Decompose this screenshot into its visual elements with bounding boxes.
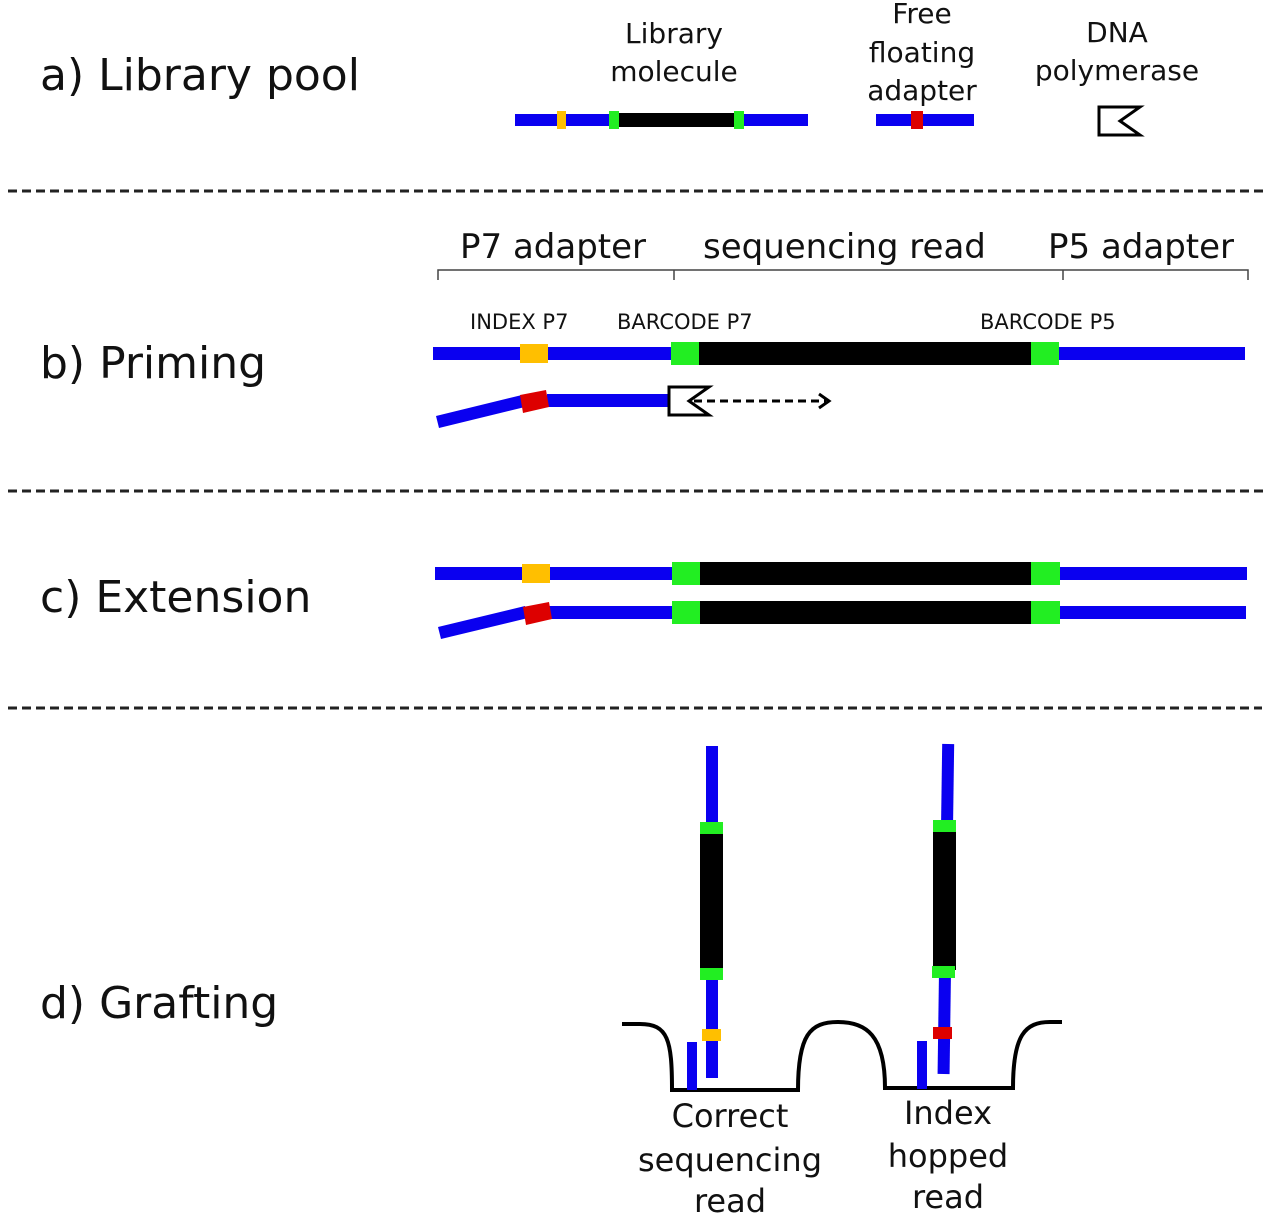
well-label-hopped-line1: Index [904, 1094, 992, 1132]
primer-adapter-straight [547, 394, 671, 407]
section-label-extension: c) Extension [40, 572, 311, 623]
region-label-p5-adapter: P5 adapter [1048, 227, 1234, 267]
ext-template-insert [698, 562, 1032, 585]
well-label-correct-line3: read [694, 1182, 766, 1217]
grafted-strand-barcode-top [700, 822, 723, 834]
grafted-strand-index [702, 1029, 721, 1041]
extension-new-strand [438, 601, 1246, 639]
well-label-hopped-line2: hopped [888, 1137, 1008, 1175]
ext-new-adapter-bent [438, 606, 528, 639]
dna-polymerase-icon [667, 385, 714, 417]
ext-template-index [522, 564, 550, 583]
free-adapter-label-line3: adapter [867, 74, 977, 107]
library-molecule-insert [618, 113, 734, 127]
grafted-strand-insert [700, 833, 723, 973]
priming-template-strand [433, 342, 1245, 365]
grafted-strand-barcode-bottom [700, 968, 723, 980]
region-label-sequencing-read: sequencing read [703, 227, 986, 267]
primer-adapter-bent [436, 395, 525, 428]
grafted-strand-insert [933, 830, 956, 970]
free-adapter-label-line2: floating [869, 36, 975, 69]
ext-new-barcode-p7 [672, 601, 700, 624]
ext-new-index [523, 602, 552, 625]
library-molecule-label-line2: molecule [610, 55, 738, 88]
ext-template-barcode-p7 [672, 562, 700, 585]
dna-polymerase-label-line1: DNA [1086, 16, 1148, 49]
library-molecule-index [557, 111, 566, 129]
ext-new-barcode-p5 [1031, 601, 1060, 624]
region-bracket-line [437, 269, 1249, 280]
free-adapter-strand [876, 114, 974, 126]
well-hopped-read: Index hopped read [888, 743, 1008, 1216]
dna-polymerase-icon [1097, 105, 1145, 137]
template-insert [698, 342, 1032, 365]
well-label-correct-line2: sequencing [638, 1141, 822, 1179]
feature-label-barcode-p5: BARCODE P5 [980, 310, 1116, 334]
extension-template-strand [435, 562, 1247, 585]
feature-label-index-p7: INDEX P7 [470, 310, 568, 334]
dna-polymerase-group: DNA polymerase [1035, 16, 1199, 137]
flow-cell-wells-outline [622, 1019, 1062, 1092]
grafted-strand-barcode-top [933, 820, 956, 832]
dna-polymerase-label-line2: polymerase [1035, 54, 1199, 87]
grafted-strand-barcode-bottom [932, 966, 955, 978]
primer-index-p7 [520, 390, 549, 413]
region-label-p7-adapter: P7 adapter [460, 227, 646, 267]
extension-arrow-head [818, 392, 832, 410]
surface-oligo [917, 1041, 927, 1089]
well-label-correct-line1: Correct [672, 1097, 789, 1135]
template-barcode-p5 [1031, 342, 1059, 365]
region-brackets: P7 adapter sequencing read P5 adapter [437, 227, 1249, 280]
template-index-p7 [520, 344, 548, 363]
free-adapter-index [911, 111, 923, 129]
free-adapter-group: Free floating adapter [867, 0, 977, 129]
priming-free-adapter [436, 385, 832, 428]
section-label-library-pool: a) Library pool [40, 50, 360, 101]
library-molecule-barcode-left [609, 111, 619, 129]
well-label-hopped-line3: read [912, 1178, 984, 1216]
grafted-strand-index [933, 1027, 952, 1039]
library-molecule-group: Library molecule [515, 17, 808, 129]
section-label-grafting: d) Grafting [40, 978, 278, 1029]
well-correct-read: Correct sequencing read [638, 746, 822, 1217]
surface-oligo [687, 1042, 697, 1090]
ext-new-insert [698, 601, 1032, 624]
template-barcode-p7 [671, 342, 699, 365]
free-adapter-label-line1: Free [892, 0, 951, 30]
section-label-priming: b) Priming [40, 338, 266, 389]
feature-label-barcode-p7: BARCODE P7 [617, 310, 753, 334]
library-molecule-label-line1: Library [625, 17, 723, 50]
ext-template-barcode-p5 [1031, 562, 1060, 585]
library-molecule-barcode-right [734, 111, 744, 129]
